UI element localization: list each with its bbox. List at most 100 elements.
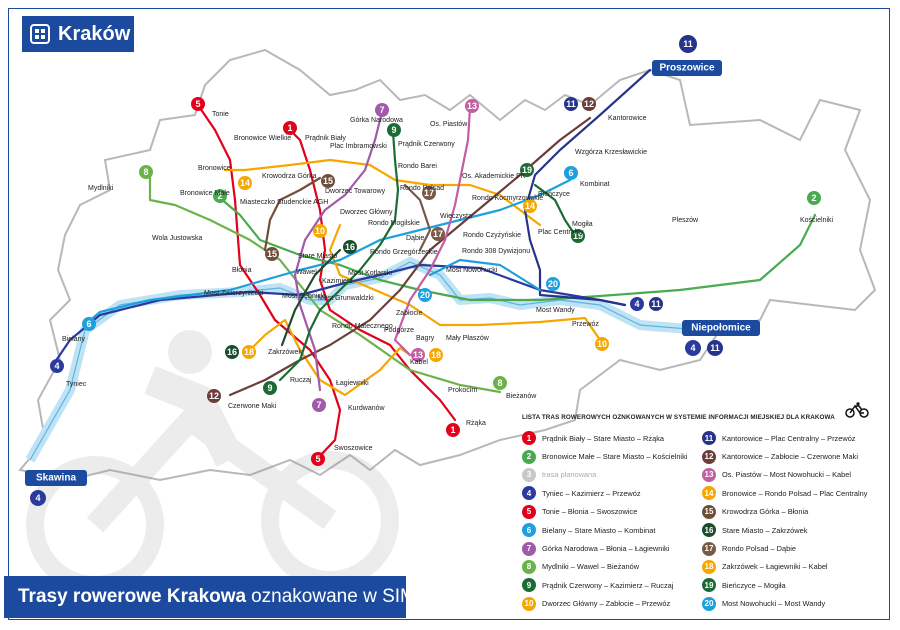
svg-text:Os. Piastów: Os. Piastów: [430, 121, 468, 128]
legend-route-number: 18: [702, 559, 716, 574]
legend-route-name: Bronowice – Rondo Polsad – Plac Centraln…: [722, 488, 868, 498]
legend-route-number: 4: [522, 486, 536, 501]
route-13-line: [393, 106, 472, 357]
svg-text:9: 9: [391, 125, 396, 135]
route-markers: 5 1 7 13 9 11 12 8 2 14 15 17 19 6 14 19…: [50, 97, 821, 466]
svg-text:Wawel: Wawel: [296, 269, 317, 276]
svg-text:Mały Płaszów: Mały Płaszów: [446, 335, 490, 342]
svg-text:16: 16: [345, 242, 355, 252]
legend-route-name: Prądnik Czerwony – Kazimierz – Ruczaj: [542, 580, 674, 590]
legend-route-name: Kantorowice – Zabłocie – Czerwone Maki: [722, 452, 858, 462]
terminal-badge: 11: [710, 343, 720, 353]
svg-text:19: 19: [522, 165, 532, 175]
svg-text:2: 2: [217, 191, 222, 201]
route-16-line: [280, 248, 342, 347]
svg-text:Os. Akademickie PK: Os. Akademickie PK: [462, 173, 526, 180]
krakow-logo: Kraków: [22, 16, 134, 52]
svg-text:16: 16: [227, 347, 237, 357]
route-11-line: [523, 68, 652, 307]
svg-text:Górka Narodowa: Górka Narodowa: [350, 117, 403, 124]
svg-text:Pleszów: Pleszów: [672, 217, 699, 224]
svg-text:Rondo Mogilskie: Rondo Mogilskie: [368, 220, 420, 227]
terminal-label: Skawina: [36, 473, 76, 484]
svg-text:Prokocim: Prokocim: [448, 387, 477, 394]
svg-text:9: 9: [267, 383, 272, 393]
svg-text:Dąbie: Dąbie: [406, 235, 424, 242]
svg-text:Krowodrza Górka: Krowodrza Górka: [262, 173, 317, 180]
svg-text:18: 18: [244, 347, 254, 357]
svg-text:Prądnik Czerwony: Prądnik Czerwony: [398, 141, 455, 148]
svg-text:4: 4: [54, 361, 59, 371]
legend-route-number: 6: [522, 523, 536, 538]
svg-text:5: 5: [195, 99, 200, 109]
svg-text:11: 11: [566, 99, 576, 109]
svg-text:Kurdwanów: Kurdwanów: [348, 405, 386, 412]
svg-text:Swoszowice: Swoszowice: [334, 445, 373, 452]
svg-text:Ruczaj: Ruczaj: [290, 377, 312, 384]
route-17-line: [403, 183, 432, 252]
svg-text:Most Wandy: Most Wandy: [536, 307, 575, 314]
svg-text:13: 13: [467, 101, 477, 111]
svg-text:Rżąka: Rżąka: [466, 420, 486, 427]
svg-text:Most Grunwaldzki: Most Grunwaldzki: [318, 295, 374, 302]
legend-route-number: 17: [702, 541, 716, 556]
svg-text:Przewóz: Przewóz: [572, 321, 599, 328]
legend-route-number: 7: [522, 541, 536, 556]
legend-route-number: 15: [702, 504, 716, 519]
svg-text:Błonia: Błonia: [232, 267, 252, 274]
legend-title: LISTA TRAS ROWEROWYCH OZNKOWANYCH W SYST…: [522, 414, 835, 421]
route-6-line: [86, 178, 572, 324]
terminal-badge: 4: [690, 343, 695, 353]
svg-text:Mydlniki: Mydlniki: [88, 185, 114, 192]
svg-text:17: 17: [424, 188, 434, 198]
legend-route-number: 19: [702, 578, 716, 593]
route-20-line: [428, 258, 542, 292]
svg-text:Bieńczyce: Bieńczyce: [538, 191, 570, 198]
svg-text:Most Kotlarski: Most Kotlarski: [348, 270, 392, 277]
svg-text:Most Zwierzyniecki: Most Zwierzyniecki: [204, 290, 264, 297]
legend-row-route-15: 15 Krowodrza Górka – Błonia: [702, 503, 882, 521]
svg-text:Stare Miasto: Stare Miasto: [298, 253, 337, 260]
legend-route-number: 20: [702, 596, 716, 611]
frame-border: [8, 8, 890, 620]
legend-route-name: Krowodrza Górka – Błonia: [722, 507, 809, 517]
route-legend: LISTA TRAS ROWEROWYCH OZNKOWANYCH W SYST…: [522, 414, 882, 611]
svg-text:Kombinat: Kombinat: [580, 181, 610, 188]
svg-text:Bronowice Wielkie: Bronowice Wielkie: [234, 135, 291, 142]
route-7-line: [293, 110, 384, 392]
svg-text:10: 10: [315, 226, 325, 236]
svg-text:1: 1: [450, 425, 455, 435]
svg-text:17: 17: [433, 229, 443, 239]
svg-text:Kabel: Kabel: [410, 359, 428, 366]
route-15-line: [263, 176, 322, 252]
svg-text:Tyniec: Tyniec: [66, 381, 87, 388]
legend-route-number: 1: [522, 431, 536, 446]
legend-route-number: 8: [522, 559, 536, 574]
svg-text:Wieczysta: Wieczysta: [440, 213, 472, 220]
bicycle-icon: [845, 402, 869, 418]
svg-text:6: 6: [86, 319, 91, 329]
legend-route-name: Kantorowice – Plac Centralny – Przewóz: [722, 433, 856, 443]
legend-route-name: Os. Piastów – Most Nowohucki – Kabel: [722, 470, 851, 480]
route-1-line: [288, 128, 457, 422]
svg-text:Zabłocie: Zabłocie: [396, 310, 423, 317]
svg-text:Bielany: Bielany: [62, 336, 85, 343]
legend-route-number: 12: [702, 449, 716, 464]
svg-text:Mogiła: Mogiła: [572, 221, 593, 228]
svg-text:Wzgórza Krzesławickie: Wzgórza Krzesławickie: [575, 149, 647, 156]
svg-text:4: 4: [634, 299, 639, 309]
svg-text:19: 19: [573, 231, 583, 241]
svg-text:Kościelniki: Kościelniki: [800, 217, 834, 224]
terminal-badge: 4: [35, 493, 40, 503]
